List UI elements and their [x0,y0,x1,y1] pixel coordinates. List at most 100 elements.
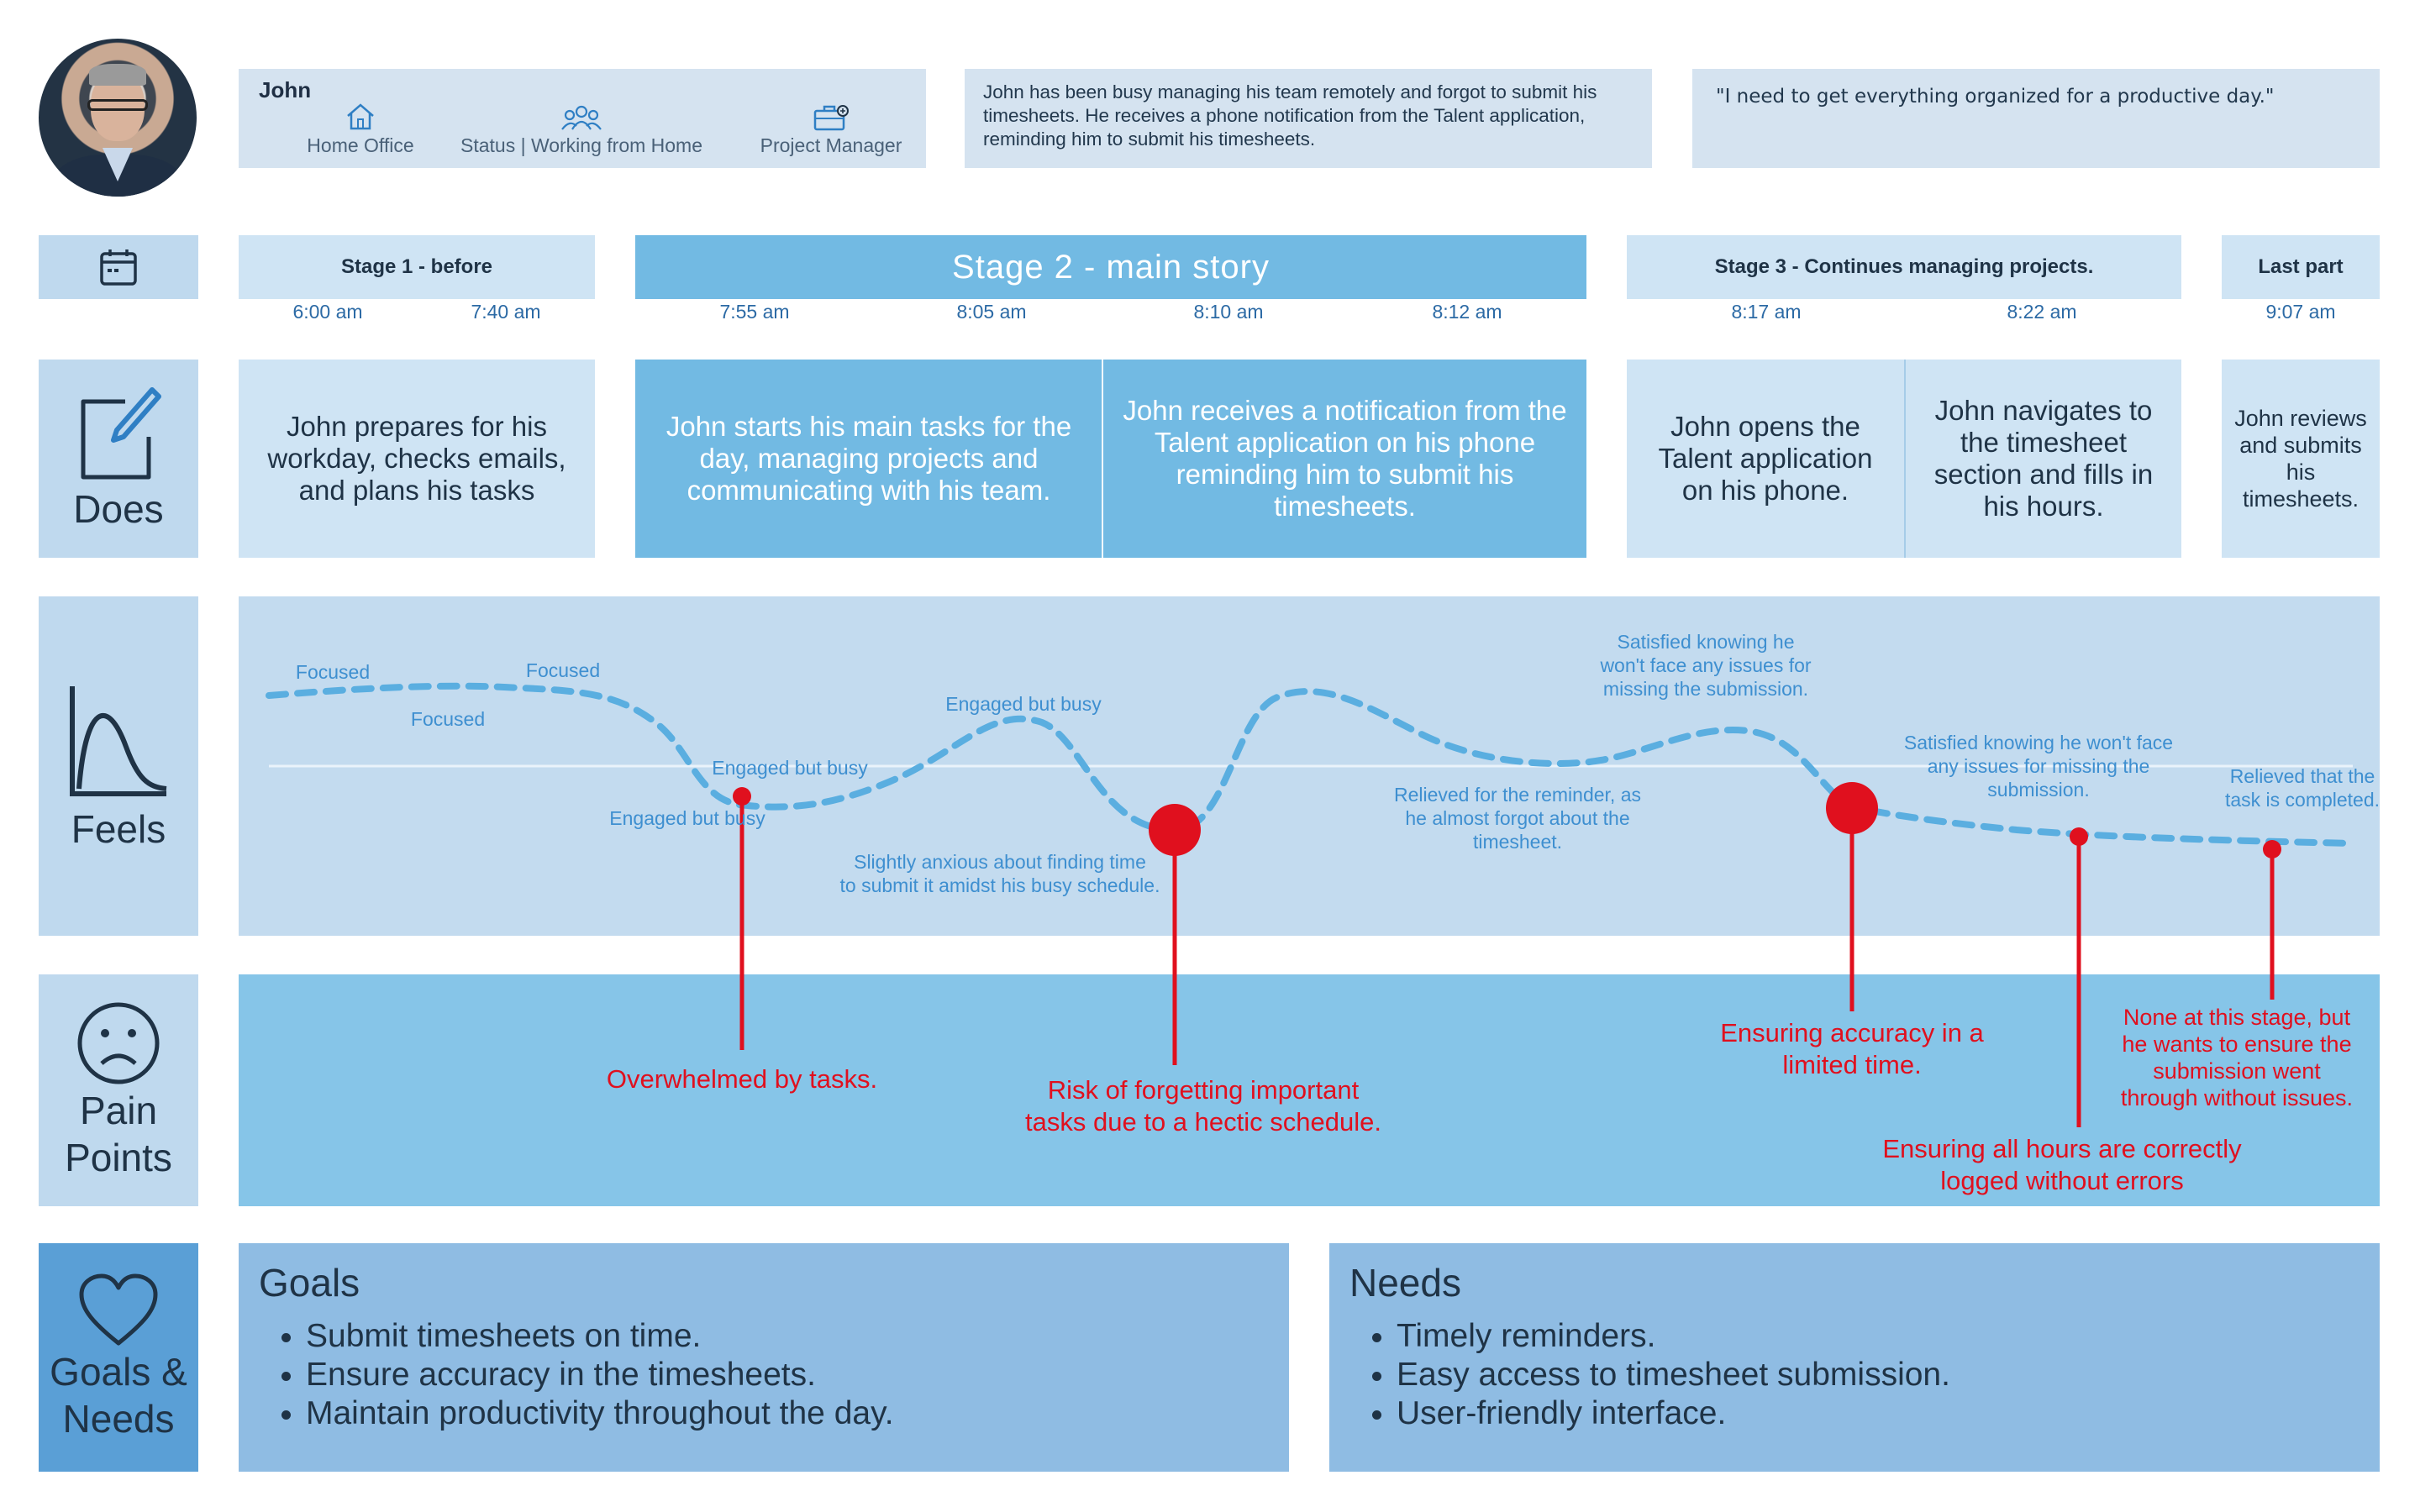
team-icon [561,105,602,130]
does-card: John navigates to the timesheet section … [1906,360,2181,558]
card-divider [1102,360,1103,558]
stage-2-header: Stage 2 - main story [635,235,1586,299]
emotion-label: Satisfied knowing he won't face [1904,732,2173,753]
emotion-curve [266,682,2356,847]
scenario-text: John has been busy managing his team rem… [965,69,1652,168]
emotion-label: Engaged but busy [712,757,868,779]
persona-card: John Home Office Status | Working from H… [239,69,926,168]
pain-point-text: Overwhelmed by tasks. [607,1064,877,1094]
pain-label-line1: Pain [79,1089,158,1132]
goals-list: Submit timesheets on time. Ensure accura… [259,1317,1269,1433]
time-label: 6:00 am [292,300,363,323]
pain-point-text: Risk of forgetting important [1048,1075,1360,1105]
pain-marker [733,787,751,806]
does-label: Does [39,360,198,558]
calendar-icon [100,249,137,286]
does-card: John prepares for his workday, checks em… [239,360,595,558]
emotion-label: submission. [1987,779,2089,801]
pain-points-panel [239,974,2380,1206]
pain-label-line2: Points [65,1136,172,1179]
time-label: 8:05 am [956,300,1027,323]
briefcase-icon [813,105,849,131]
timeline-label [39,235,198,299]
avatar [39,39,197,197]
needs-list: Timely reminders. Easy access to timeshe… [1349,1317,2360,1433]
pain-marker [2070,827,2088,846]
does-card: John receives a notification from the Ta… [1103,360,1586,558]
pain-point-text: limited time. [1782,1050,1921,1079]
time-label: 9:07 am [2265,300,2336,323]
pain-marker [1149,804,1201,856]
needs-title: Needs [1349,1261,1461,1305]
curve-icon [70,686,167,796]
home-icon [347,103,374,130]
time-label: 7:40 am [471,300,541,323]
pain-point-text: Ensuring all hours are correctly [1882,1134,2242,1163]
sad-face-icon [77,1002,160,1084]
pain-point-text: he wants to ensure the [2122,1032,2351,1057]
emotion-label: Relieved that the [2230,765,2375,787]
need-item: Easy access to timesheet submission. [1397,1356,2360,1394]
feels-label-text: Feels [71,807,166,851]
emotion-label: Engaged but busy [945,693,1102,715]
persona-name: John [259,77,312,102]
edit-icon [81,387,161,480]
does-card: John opens the Talent application on his… [1627,360,1904,558]
card-divider [1904,360,1906,558]
emotion-label: Focused [296,661,370,683]
emotion-label: Engaged but busy [609,807,765,829]
emotion-label: Focused [411,708,485,730]
need-item: User-friendly interface. [1397,1394,2360,1433]
stage-3-header: Stage 3 - Continues managing projects. [1627,235,2181,299]
time-label: 8:10 am [1193,300,1264,323]
time-label: 8:22 am [2007,300,2077,323]
emotion-label: Satisfied knowing he [1618,631,1795,653]
needs-panel: Needs Timely reminders. Easy access to t… [1329,1243,2380,1472]
pain-marker [2263,840,2281,858]
time-label: 7:55 am [719,300,790,323]
emotion-label: task is completed. [2225,789,2380,811]
goals-needs-label: Goals & Needs [39,1243,198,1472]
does-card: John reviews and submits his timesheets. [2222,360,2380,558]
goal-item: Maintain productivity throughout the day… [306,1394,1269,1433]
emotion-label: won't face any issues for [1599,654,1811,676]
does-card: John starts his main tasks for the day, … [635,360,1102,558]
persona-quote: "I need to get everything organized for … [1692,69,2380,168]
pain-point-text: through without issues. [2121,1085,2353,1110]
heart-icon [79,1273,158,1346]
goals-label-line2: Needs [62,1397,175,1441]
pain-points-label: Pain Points [39,974,198,1206]
stage-1-header: Stage 1 - before [239,235,595,299]
pain-point-text: Ensuring accuracy in a [1720,1018,1984,1047]
goals-title: Goals [259,1261,360,1305]
emotion-label: missing the submission. [1603,678,1808,700]
attribute-label: Project Manager [760,134,902,156]
emotion-label: Focused [526,659,600,681]
stage-4-header: Last part [2222,235,2380,299]
time-label: 8:17 am [1731,300,1802,323]
feels-label: Feels [39,596,198,936]
attribute-location: Home Office [272,102,449,157]
pain-point-text: submission went [2153,1058,2321,1084]
attribute-label: Status | Working from Home [460,134,703,156]
emotion-label: Slightly anxious about finding time [854,851,1146,873]
pain-marker [1826,782,1878,834]
pain-point-text: logged without errors [1940,1166,2184,1195]
goals-label-line1: Goals & [50,1350,187,1394]
emotion-label: he almost forgot about the [1405,807,1629,829]
emotion-label: to submit it amidst his busy schedule. [840,874,1160,896]
pain-point-text: tasks due to a hectic schedule. [1025,1107,1381,1137]
emotion-label: timesheet. [1473,831,1562,853]
need-item: Timely reminders. [1397,1317,2360,1356]
attribute-label: Home Office [307,134,414,156]
pain-point-text: None at this stage, but [2123,1005,2351,1030]
goal-item: Submit timesheets on time. [306,1317,1269,1356]
attribute-status: Status | Working from Home [430,102,733,157]
emotion-label: any issues for missing the [1928,755,2150,777]
time-label: 8:12 am [1432,300,1502,323]
attribute-role: Project Manager [743,102,919,157]
goals-panel: Goals Submit timesheets on time. Ensure … [239,1243,1289,1472]
does-label-text: Does [73,487,164,531]
goal-item: Ensure accuracy in the timesheets. [306,1356,1269,1394]
